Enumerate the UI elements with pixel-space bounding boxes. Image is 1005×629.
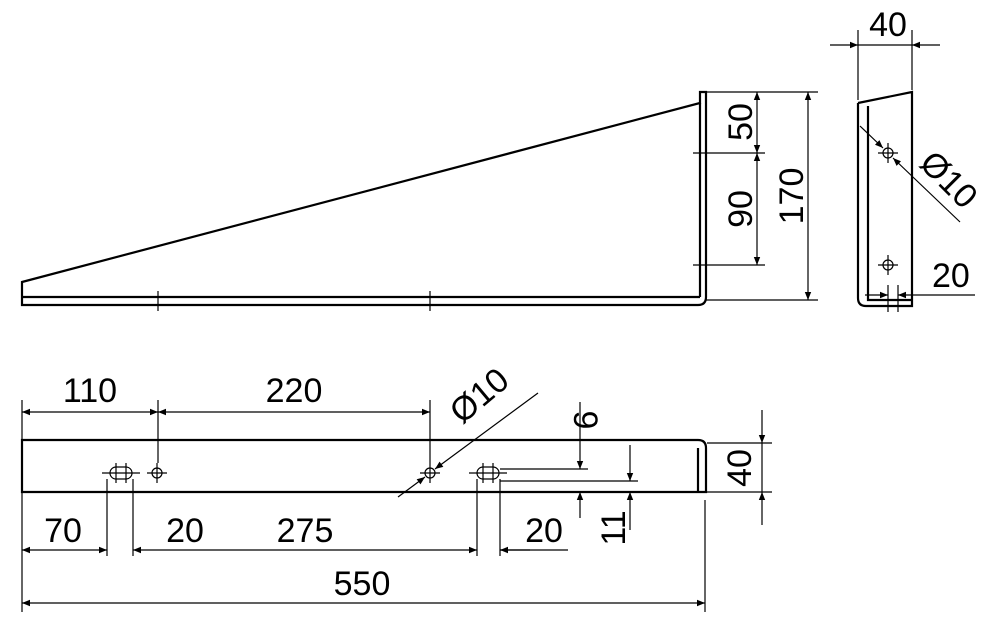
dim-275: 275 [277,512,334,550]
end-view: 40 Ø10 20 [830,6,985,312]
dim-40: 40 [869,6,907,44]
center-marks [157,152,713,311]
dim-40: 40 [721,449,759,487]
side-view: 50 90 170 [20,90,818,311]
bracket-side-outline [20,90,708,307]
dim-20: 20 [932,257,970,295]
dim-20-left: 20 [166,512,204,550]
end-dimension-lines [830,30,975,312]
dim-diameter-10: Ø10 [443,361,517,431]
plan-view: 110 220 Ø10 9 40 11 70 20 275 20 550 [20,361,772,612]
dim-11: 11 [595,510,633,545]
bracket-end-outline [856,90,914,308]
dim-20-right: 20 [525,512,563,550]
dim-9: 9 [566,411,604,430]
dim-550: 550 [334,565,391,603]
dim-70: 70 [44,512,82,550]
dim-220: 220 [266,372,323,410]
bracket-plan-outline [20,438,708,494]
dim-170: 170 [773,168,811,225]
dim-90: 90 [722,190,760,228]
plan-dimension-lines [21,392,772,612]
dim-diameter-10: Ø10 [912,144,984,216]
dim-110: 110 [63,372,117,410]
side-dimension-lines [706,91,818,301]
dim-50: 50 [722,103,760,141]
